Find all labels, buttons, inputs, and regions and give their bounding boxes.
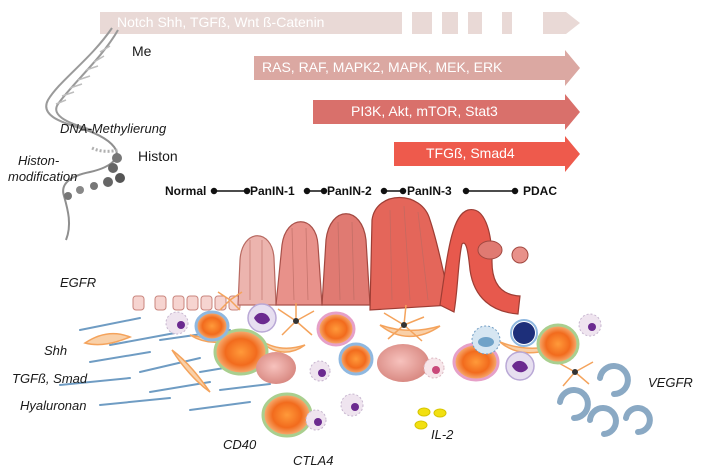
egfr-label: EGFR bbox=[60, 275, 97, 290]
dna-methylation-label: DNA-Methylierung bbox=[60, 121, 167, 136]
histone-label: Histon bbox=[138, 148, 178, 164]
shh-label: Shh bbox=[44, 343, 68, 358]
pathway-arrow-4 bbox=[394, 136, 580, 172]
pathway-label-2: RAS, RAF, MAPK2, MAPK, MEK, ERK bbox=[262, 59, 503, 75]
histone-icon bbox=[64, 153, 125, 200]
pathway-label-3: PI3K, Akt, mTOR, Stat3 bbox=[351, 103, 498, 119]
pathway-arrow-2 bbox=[254, 50, 580, 86]
normal-duct-cells bbox=[132, 295, 241, 311]
stellate-cells bbox=[217, 291, 594, 387]
cd40-label: CD40 bbox=[223, 437, 257, 452]
hyaluronan-label: Hyaluronan bbox=[20, 398, 87, 413]
ctla4-label: CTLA4 bbox=[293, 453, 334, 468]
panin-epithelium bbox=[237, 197, 529, 315]
pathway-label-4: TFGß, Smad4 bbox=[426, 145, 515, 161]
vegfr-receptors bbox=[557, 363, 653, 437]
histone-mod-label-1: Histon- bbox=[18, 153, 60, 168]
vegfr-label: VEGFR bbox=[648, 375, 693, 390]
il2-label: IL-2 bbox=[431, 427, 454, 442]
stage-pdac: PDAC bbox=[523, 184, 558, 198]
stroma-cells bbox=[165, 303, 602, 438]
stage-panin-1: PanIN-1 bbox=[250, 184, 295, 198]
progression-timeline bbox=[210, 187, 519, 195]
tgfb-smad-label: TGFß, Smad bbox=[12, 371, 88, 386]
dna-strand-icon bbox=[45, 27, 119, 241]
pathway-arrow-1 bbox=[100, 12, 580, 34]
stage-panin-3: PanIN-3 bbox=[407, 184, 452, 198]
methyl-label: Me bbox=[132, 43, 152, 59]
stage-normal: Normal bbox=[165, 184, 207, 198]
il2-molecules bbox=[414, 407, 447, 430]
stage-panin-2: PanIN-2 bbox=[327, 184, 372, 198]
hyaluronan-fibers bbox=[59, 317, 271, 411]
pathway-arrow-3 bbox=[313, 94, 580, 130]
histone-mod-label-2: modification bbox=[8, 169, 78, 184]
pathway-label-1: Notch Shh, TGFß, Wnt ß-Catenin bbox=[117, 14, 325, 30]
